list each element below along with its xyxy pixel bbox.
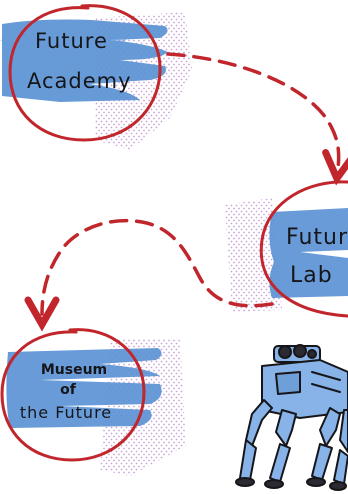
node-label-line3: the Future xyxy=(20,403,112,422)
robot-dog-illustration xyxy=(235,344,348,491)
arrow-academy-to-lab xyxy=(166,52,339,168)
node-label-line2: of xyxy=(60,382,77,398)
node-ring xyxy=(0,328,146,462)
brush-swatch xyxy=(269,208,348,298)
node-label-line1: Future xyxy=(35,29,108,53)
node-label-line1: Museum xyxy=(41,362,107,378)
dot-texture xyxy=(225,198,282,312)
node-label-line2: Academy xyxy=(27,69,132,93)
brush-swatch xyxy=(6,348,162,428)
arrow-lab-to-museum xyxy=(42,218,274,314)
brush-swatch xyxy=(0,19,168,102)
node-museum-of-the-future: Museum of the Future xyxy=(0,328,186,476)
node-ring xyxy=(259,180,348,318)
node-label-line1: Future xyxy=(286,225,348,250)
node-future-lab: Future Lab xyxy=(225,180,348,318)
node-future-academy: Future Academy xyxy=(0,4,192,150)
node-label-line2: Lab xyxy=(290,263,333,288)
node-ring xyxy=(8,4,162,142)
